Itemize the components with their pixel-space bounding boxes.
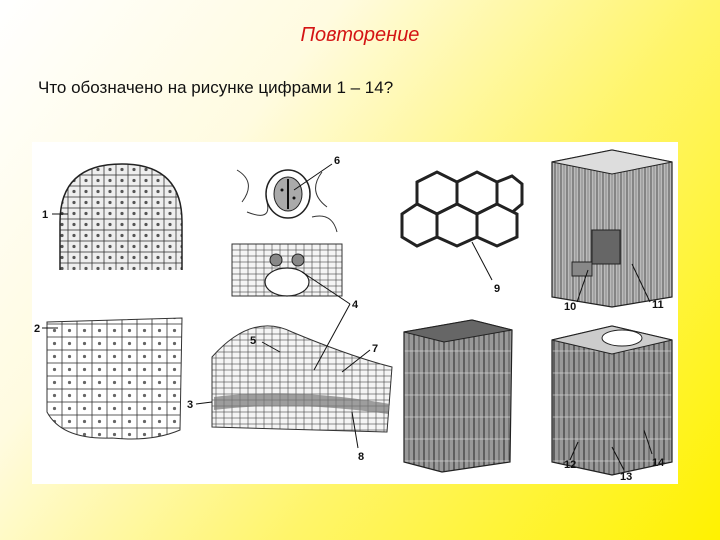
- label-3: 3: [187, 399, 193, 411]
- stoma-cross-section-drawing: [231, 243, 343, 297]
- leader-lines: [42, 163, 653, 471]
- thick-walled-cells-drawing: [400, 170, 524, 248]
- label-6: 6: [334, 155, 340, 167]
- label-1: 1: [42, 209, 48, 221]
- xylem-block-drawing: [551, 149, 673, 308]
- label-2: 2: [34, 323, 40, 335]
- label-7: 7: [372, 343, 378, 355]
- cork-block-drawing: [403, 319, 513, 473]
- label-4: 4: [352, 299, 359, 311]
- label-11: 11: [652, 299, 664, 311]
- vascular-block-drawing: [551, 325, 673, 476]
- question-text: Что обозначено на рисунке цифрами 1 – 14…: [38, 78, 394, 97]
- plant-tissues-figure: 1 2 3 4 5 6 7 8 9 10 11 12 13 14: [32, 142, 678, 484]
- label-10: 10: [564, 301, 576, 313]
- label-12: 12: [564, 459, 576, 471]
- label-13: 13: [620, 471, 632, 483]
- stoma-drawing: [236, 169, 338, 233]
- label-5: 5: [250, 335, 256, 347]
- tissue-section-drawing: [211, 325, 393, 433]
- meristem-block-drawing: [46, 317, 183, 440]
- label-9: 9: [494, 283, 500, 295]
- label-8: 8: [358, 451, 364, 463]
- apical-meristem-drawing: [59, 163, 183, 270]
- label-14: 14: [652, 457, 665, 469]
- slide-title: Повторение: [300, 24, 420, 46]
